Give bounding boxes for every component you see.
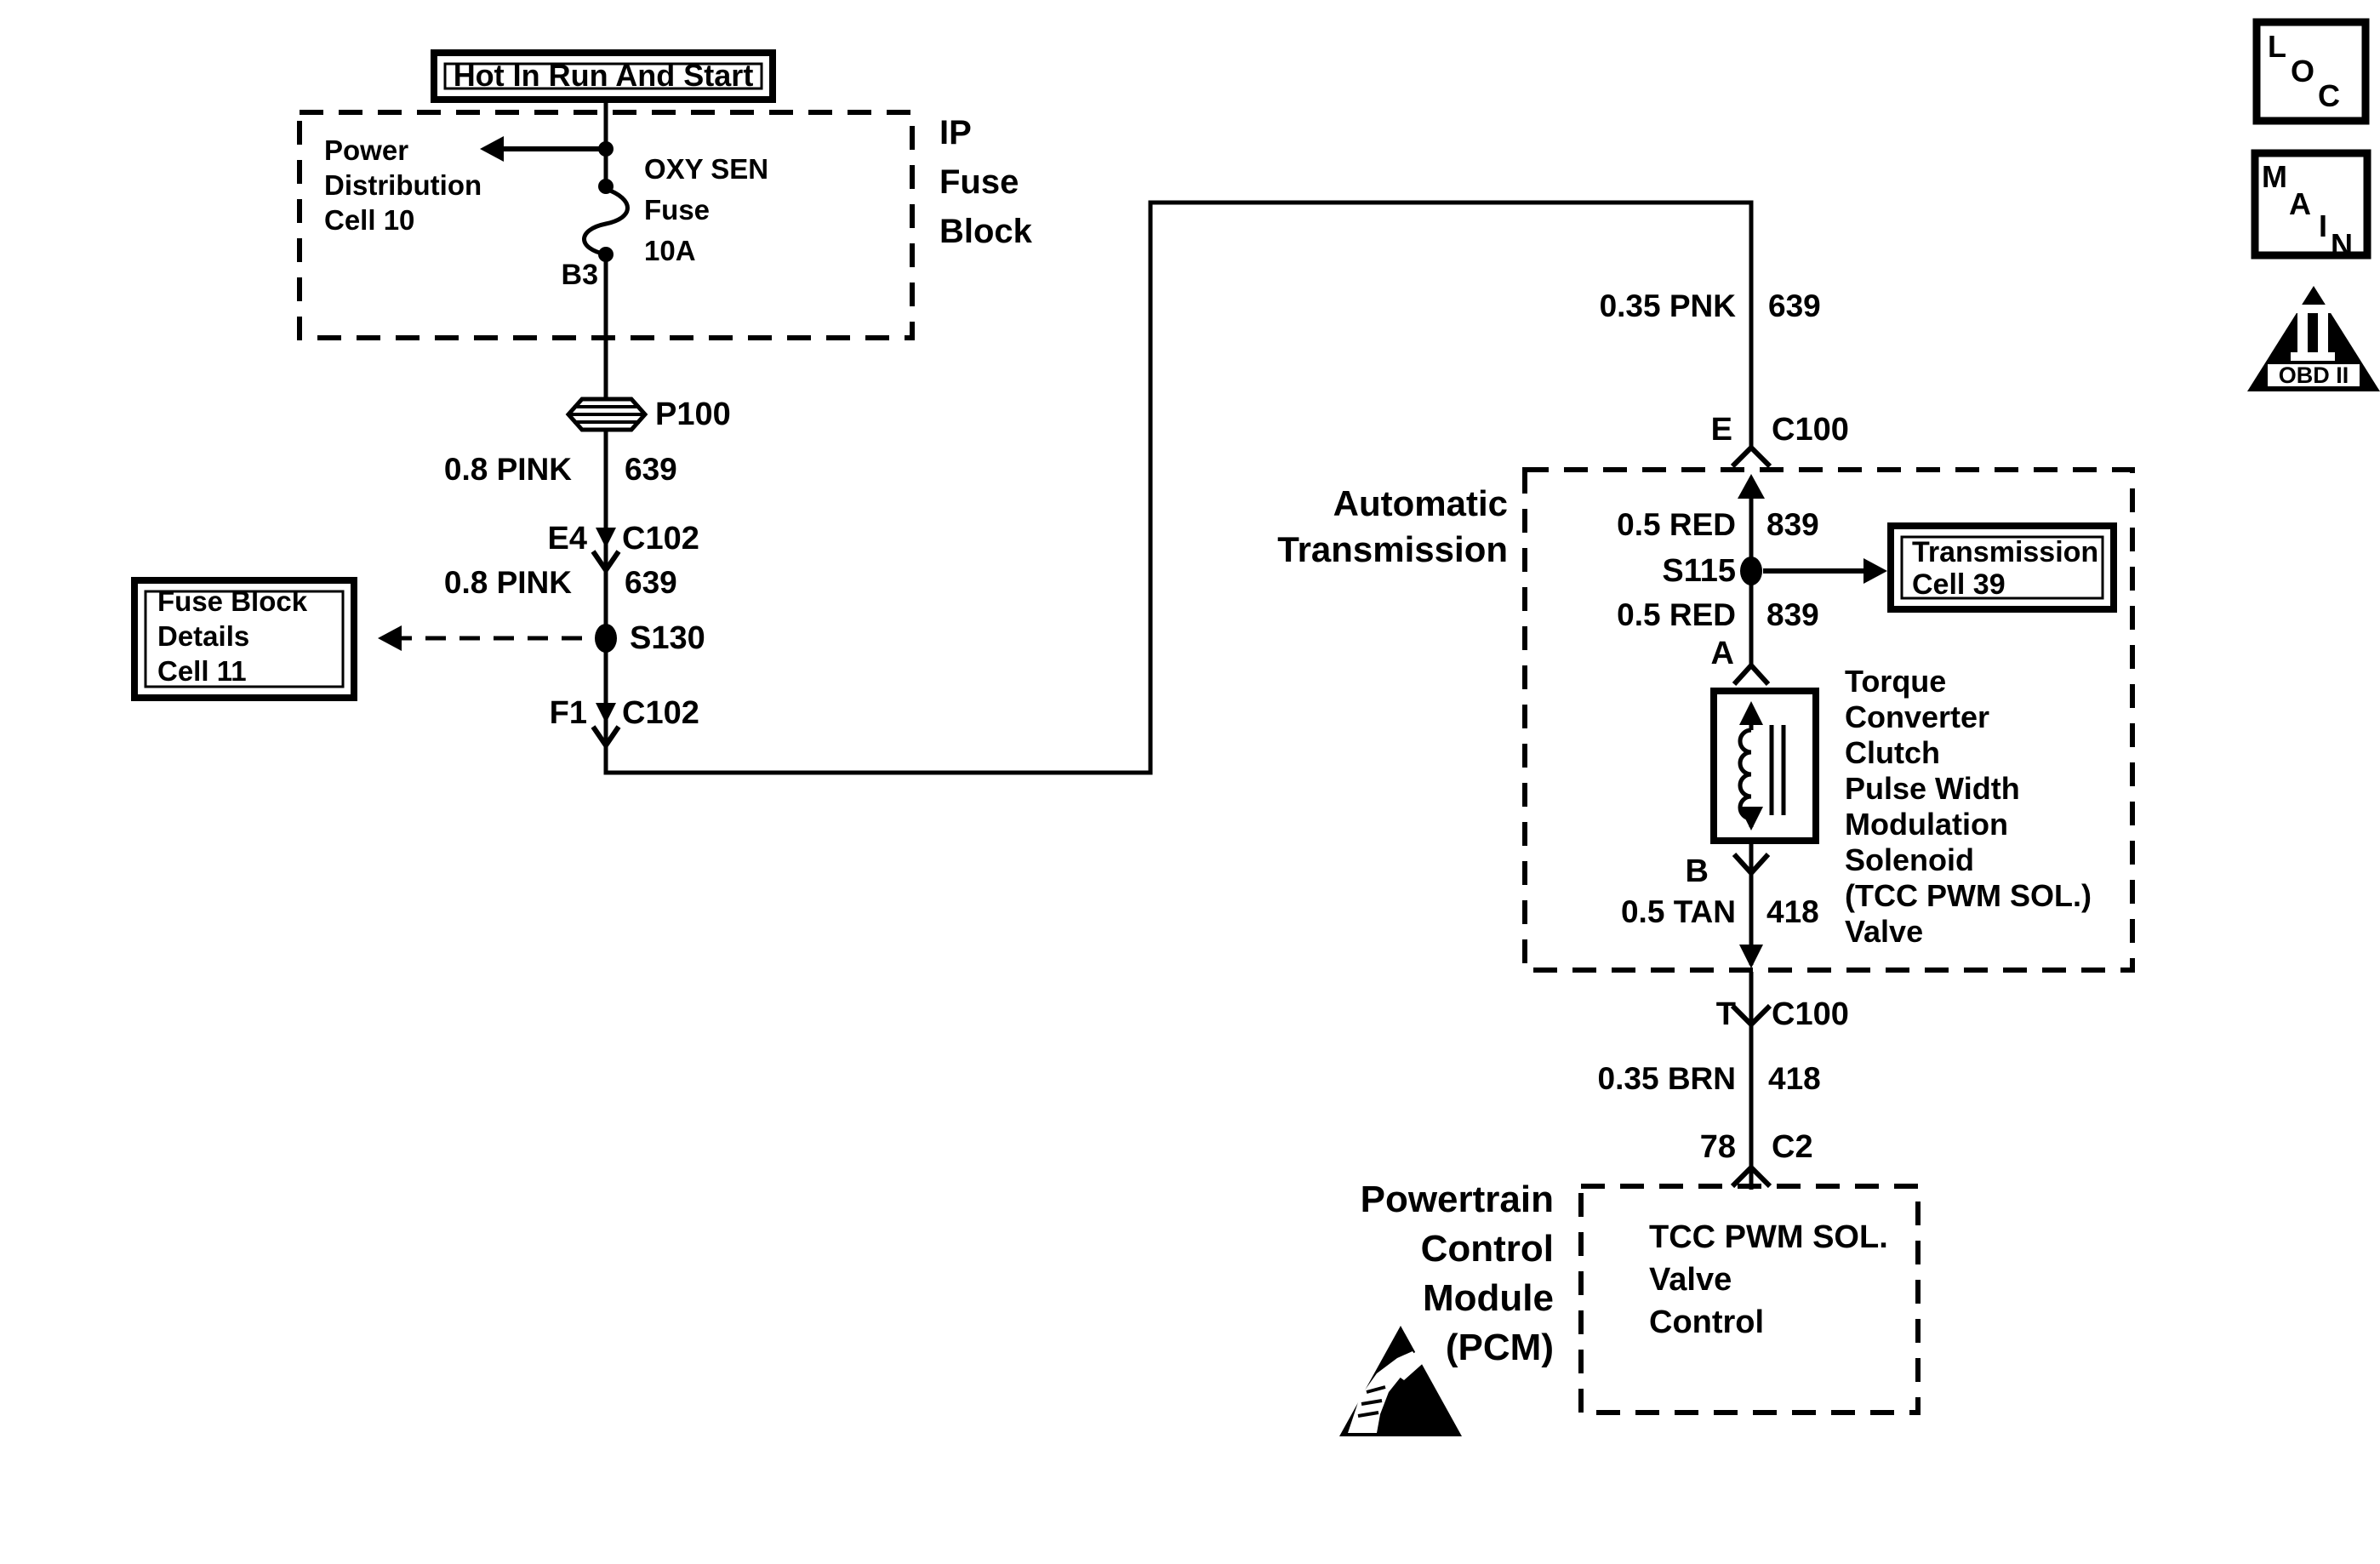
wire-tan-circuit: 418: [1766, 894, 1819, 929]
pcm-label: Powertrain Control Module (PCM): [1360, 1179, 1554, 1368]
hot-in-run-label: Hot In Run And Start: [453, 58, 754, 93]
automatic-transmission-label: Automatic Transmission: [1277, 483, 1508, 569]
connector-c2: C2: [1772, 1129, 1813, 1165]
wire-pink-lower-spec: 0.8 PINK: [443, 565, 572, 600]
loc-letter-c: C: [2318, 78, 2340, 113]
e-entry-arrowhead: [1738, 474, 1765, 499]
wire-pnk-right-spec: 0.35 PNK: [1599, 288, 1736, 323]
terminal-78: 78: [1699, 1129, 1736, 1165]
wire-pink-upper-spec: 0.8 PINK: [443, 452, 572, 487]
loc-box: [2252, 18, 2370, 125]
chevron-f1-male: [596, 703, 616, 723]
wire-pnk-right-circuit: 639: [1768, 288, 1821, 323]
connector-c102-bottom: C102: [622, 695, 699, 731]
wire-brn-circuit: 418: [1768, 1061, 1821, 1096]
automatic-transmission-box: [1522, 467, 2135, 973]
terminal-b: B: [1685, 853, 1709, 889]
wire-tan-spec: 0.5 TAN: [1620, 894, 1736, 929]
power-dist-arrowhead: [480, 136, 504, 162]
wire-red-lower-circuit: 839: [1766, 597, 1819, 632]
solenoid-coil: [1738, 728, 1752, 821]
s115-ref-arrowhead: [1863, 558, 1887, 584]
splice-s130-dot: [595, 624, 617, 653]
fuse-block-details-ref: Fuse Block Details Cell 11: [157, 585, 308, 687]
connector-c100-bottom: C100: [1772, 996, 1849, 1032]
dashed-boxes: [297, 110, 2135, 1415]
obd2-symbol: [2247, 286, 2380, 391]
power-distribution-ref: Power Distribution Cell 10: [324, 134, 482, 236]
s130-ref-arrowhead: [378, 625, 402, 651]
connector-p100-label: P100: [655, 397, 731, 432]
transmission-cell-ref: Transmission Cell 39: [1912, 536, 2099, 601]
wire-brn-spec: 0.35 BRN: [1597, 1061, 1736, 1096]
terminal-e4: E4: [547, 521, 587, 557]
main-letter-i: I: [2319, 208, 2328, 243]
chevron-e4-male: [596, 528, 616, 548]
p100-symbol: [565, 397, 648, 432]
pcm-box: [1578, 1184, 1921, 1415]
fuse-dot-top: [598, 179, 614, 194]
fuse-details-box-inner: [144, 590, 345, 688]
solenoid-box: [1710, 688, 1819, 844]
solenoid-description: Torque Converter Clutch Pulse Width Modu…: [1845, 664, 2092, 949]
wire-red-upper-circuit: 839: [1766, 507, 1819, 542]
terminal-b3: B3: [561, 259, 598, 291]
b-exit-arrowhead: [1739, 945, 1763, 968]
connector-chevrons: [591, 443, 1772, 1189]
connector-arrowheads: [596, 528, 616, 723]
loc-letter-o: O: [2291, 54, 2315, 88]
junction-dots: [595, 141, 1762, 653]
terminal-a: A: [1710, 636, 1734, 671]
chevron-f1-female: [591, 725, 621, 751]
wire-red-lower-spec: 0.5 RED: [1617, 597, 1736, 632]
chevron-a: [1732, 661, 1771, 687]
chevron-78-c2: [1730, 1163, 1772, 1189]
solenoid-up-arrowhead: [1739, 701, 1763, 725]
connector-c100-top: C100: [1772, 412, 1849, 448]
obd2-banner-text: OBD II: [2278, 362, 2349, 388]
main-letter-n: N: [2331, 227, 2353, 262]
terminal-t: T: [1715, 996, 1736, 1032]
splice-s130-label: S130: [630, 620, 705, 656]
wire-red-upper-spec: 0.5 RED: [1617, 507, 1736, 542]
terminal-e: E: [1710, 412, 1732, 448]
solid-boxes: [131, 18, 2371, 844]
main-box: [2251, 149, 2371, 260]
wire-pink-lower-circuit: 639: [625, 565, 677, 600]
ip-fuse-block-label: IP Fuse Block: [939, 114, 1032, 250]
pcm-function-label: TCC PWM SOL. Valve Control: [1649, 1219, 1888, 1340]
wire-main-left: [603, 200, 1754, 775]
terminal-f1: F1: [549, 695, 587, 731]
fuse-dot-bottom: [598, 247, 614, 262]
fuse-element-curve: [582, 186, 630, 257]
main-letter-a: A: [2289, 186, 2311, 221]
main-letter-m: M: [2262, 159, 2287, 194]
chevron-t-c100: [1730, 1003, 1772, 1029]
ip-fuse-block-box: [297, 110, 915, 340]
splice-s115-dot: [1740, 557, 1762, 585]
hot-box-inner: [443, 62, 763, 90]
wire-pink-upper-circuit: 639: [625, 452, 677, 487]
connector-c102-top: C102: [622, 521, 699, 557]
esd-symbol: [1339, 1326, 1462, 1436]
arrows: [378, 136, 1887, 968]
solenoid-down-arrowhead: [1739, 807, 1763, 831]
chevron-e4-female: [591, 550, 621, 575]
transmission-cell-box-inner: [1900, 535, 2104, 600]
loc-letter-l: L: [2268, 29, 2286, 64]
splice-s115-label: S115: [1662, 553, 1736, 589]
chevron-b: [1732, 852, 1771, 877]
oxy-sen-fuse-label: OXY SEN Fuse 10A: [644, 153, 769, 266]
chevron-e-c100: [1730, 443, 1772, 469]
